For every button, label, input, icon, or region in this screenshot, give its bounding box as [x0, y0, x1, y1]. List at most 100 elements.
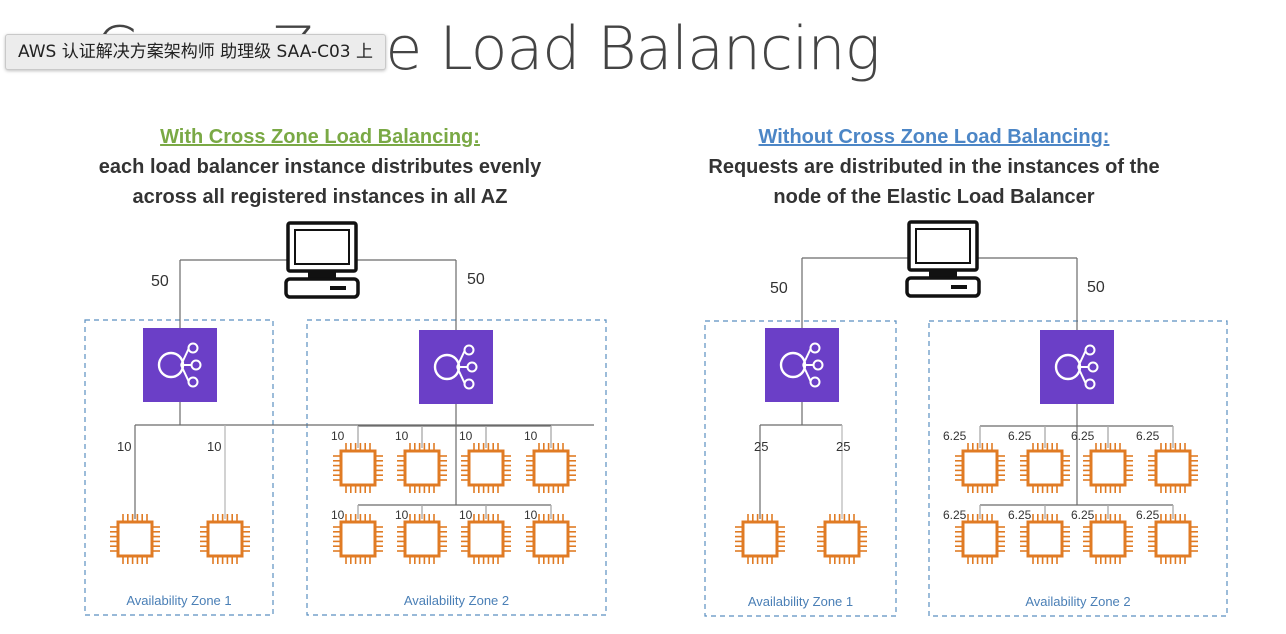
computer-base [905, 276, 981, 298]
client-to-lb1-label: 50 [151, 273, 169, 290]
load-balancer-square [143, 328, 217, 402]
load-balancer-square [1040, 330, 1114, 404]
instance-body [532, 520, 570, 558]
ec2-instance-icon [1083, 514, 1133, 564]
instance-traffic-label: 6.25 [943, 429, 967, 443]
instance-traffic-label: 6.25 [1008, 429, 1032, 443]
ec2-instance-icon [955, 443, 1005, 493]
ec2-instance-icon [397, 514, 447, 564]
ec2-instance-icon [200, 514, 250, 564]
ec2-instance-icon [397, 443, 447, 493]
ec2-instance-icon [461, 514, 511, 564]
lb-node [466, 361, 478, 373]
lb-spoke [1077, 366, 1087, 385]
ec2-instance-icon [1148, 443, 1198, 493]
lb-node [809, 342, 821, 354]
instance-traffic-label: 10 [395, 429, 409, 443]
instance-body [1154, 520, 1192, 558]
instance-traffic-label: 10 [395, 508, 409, 522]
ec2-instance-icon [735, 514, 785, 564]
instance-body [532, 449, 570, 487]
lb-node [1084, 378, 1096, 390]
instance-body [1026, 449, 1064, 487]
monitor-screen [294, 229, 350, 265]
instance-body [467, 520, 505, 558]
instance-traffic-label: 10 [459, 508, 473, 522]
lb-spoke [456, 349, 466, 368]
lb-node [1084, 344, 1096, 356]
lb-spoke [802, 364, 812, 383]
instance-traffic-label: 6.25 [1136, 429, 1160, 443]
ec2-instance-icon [526, 514, 576, 564]
instance-body [403, 520, 441, 558]
instance-body [339, 520, 377, 558]
elastic-load-balancer-icon [143, 328, 217, 402]
availability-zone-box [928, 320, 1228, 617]
instance-body [961, 449, 999, 487]
elastic-load-balancer-icon [765, 328, 839, 402]
ec2-instance-icon [461, 443, 511, 493]
lb-spoke [802, 347, 812, 366]
computer-slot [330, 286, 346, 290]
instance-traffic-label: 25 [754, 439, 768, 454]
client-to-lb1-label: 50 [770, 280, 788, 297]
instance-body [741, 520, 779, 558]
instance-body [467, 449, 505, 487]
instance-traffic-label: 6.25 [1008, 508, 1032, 522]
ec2-instance-icon [526, 443, 576, 493]
instance-body [1089, 449, 1127, 487]
right-subheading-line2: node of the Elastic Load Balancer [773, 186, 1095, 208]
computer-base [284, 277, 360, 299]
lb-node [463, 378, 475, 390]
ec2-instance-icon [110, 514, 160, 564]
ec2-instance-icon [333, 514, 383, 564]
instance-body [1154, 449, 1192, 487]
instance-traffic-label: 6.25 [1071, 429, 1095, 443]
load-balancer-square [419, 330, 493, 404]
video-title-tooltip: AWS 认证解决方案架构师 助理级 SAA-C03 上 [5, 34, 387, 70]
instance-traffic-label: 10 [207, 439, 221, 454]
instance-body [1089, 520, 1127, 558]
ec2-instance-icon [1020, 514, 1070, 564]
availability-zone-label: Availability Zone 2 [1025, 594, 1130, 609]
ec2-instance-icon [1083, 443, 1133, 493]
instance-body [961, 520, 999, 558]
availability-zone-label: Availability Zone 1 [748, 594, 853, 609]
lb-spoke [180, 364, 190, 383]
load-balancer-square [765, 328, 839, 402]
lb-node [812, 359, 824, 371]
availability-zone-box [84, 319, 274, 616]
ec2-instance-icon [1148, 514, 1198, 564]
right-heading-block: Without Cross Zone Load Balancing: Reque… [654, 122, 1214, 212]
lb-node [187, 342, 199, 354]
left-subheading-line2: across all registered instances in all A… [132, 186, 508, 208]
ec2-instance-icon [955, 514, 1005, 564]
left-heading: With Cross Zone Load Balancing: [160, 126, 480, 148]
client-to-lb2-label: 50 [1087, 279, 1105, 296]
ec2-instance-icon [333, 443, 383, 493]
instance-body [823, 520, 861, 558]
instance-body [339, 449, 377, 487]
instance-body [206, 520, 244, 558]
instance-traffic-label: 6.25 [1071, 508, 1095, 522]
computer-slot [951, 285, 967, 289]
instance-body [1026, 520, 1064, 558]
instance-body [116, 520, 154, 558]
monitor-stand [308, 271, 336, 279]
lb-node [1087, 361, 1099, 373]
ec2-instance-icon [817, 514, 867, 564]
instance-traffic-label: 10 [524, 508, 538, 522]
instance-body [403, 449, 441, 487]
availability-zone-label: Availability Zone 2 [404, 593, 509, 608]
instance-traffic-label: 10 [524, 429, 538, 443]
instance-traffic-label: 6.25 [1136, 508, 1160, 522]
monitor-stand [929, 270, 957, 278]
instance-traffic-label: 25 [836, 439, 850, 454]
lb-node [187, 376, 199, 388]
ec2-instance-icon [1020, 443, 1070, 493]
lb-spoke [1077, 349, 1087, 368]
instance-traffic-label: 10 [117, 439, 131, 454]
availability-zone-label: Availability Zone 1 [126, 593, 231, 608]
instance-traffic-label: 10 [331, 508, 345, 522]
